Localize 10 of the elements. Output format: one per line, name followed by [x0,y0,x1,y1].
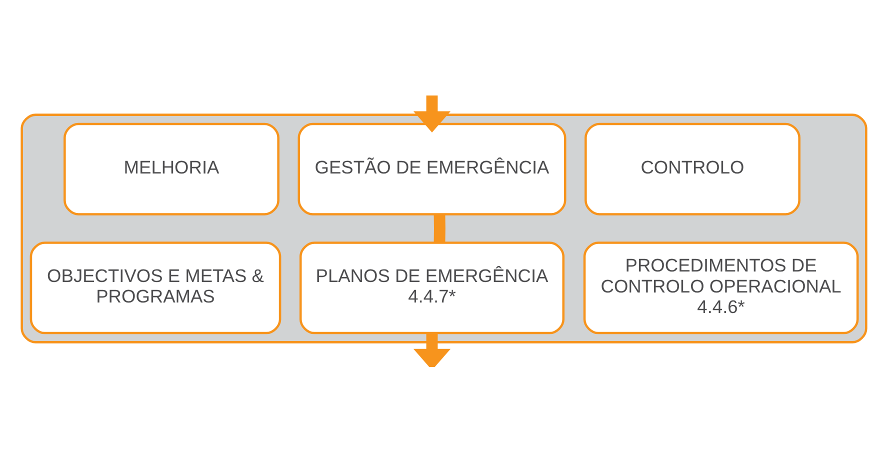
node-box: OBJECTIVOS E METAS & PROGRAMAS [30,241,282,334]
arrow [413,94,451,132]
node-box: PROCEDIMENTOS DE CONTROLO OPERACIONAL 4.4.6* [583,241,859,334]
arrow [413,332,451,366]
node-box: GESTÃO DE EMERGÊNCIA [298,122,566,215]
connector [434,214,446,242]
node-box: MELHORIA [64,122,280,215]
node-box: CONTROLO [584,122,800,215]
cluster [20,113,868,343]
node-box: PLANOS DE EMERGÊNCIA 4.4.7* [299,241,565,334]
